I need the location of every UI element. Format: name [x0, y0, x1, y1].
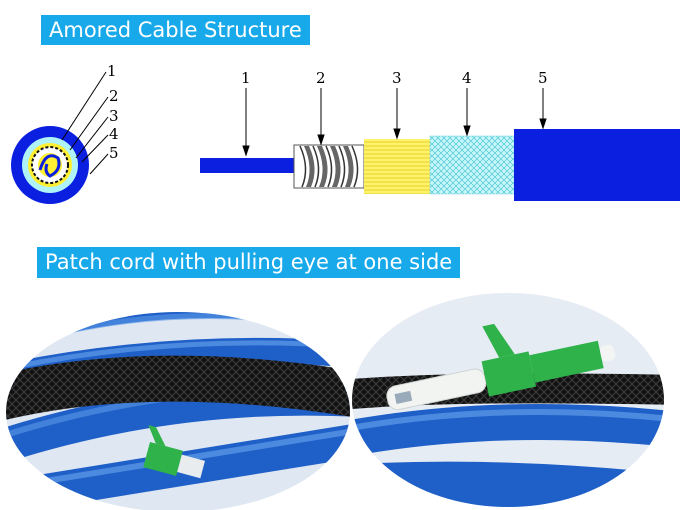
lc-connector-left	[143, 424, 205, 479]
cross-label-2: 2	[109, 87, 119, 105]
cross-section-leader-lines	[61, 71, 109, 175]
cross-label-4: 4	[109, 125, 119, 143]
cross-label-5: 5	[109, 144, 119, 162]
lc-connector-right	[386, 323, 616, 411]
section-title-patch-cord: Patch cord with pulling eye at one side	[37, 247, 461, 278]
aramid-layer	[364, 139, 430, 194]
side-label-5: 5	[538, 69, 548, 87]
side-label-1: 1	[241, 69, 251, 87]
braided-sleeve	[6, 355, 350, 423]
side-label-4: 4	[462, 69, 472, 87]
tight-buffer-fiber	[38, 154, 61, 178]
mesh-layer	[429, 135, 515, 195]
section-title-structure: Amored Cable Structure	[41, 15, 310, 45]
outer-jacket-layer	[514, 129, 680, 201]
side-label-2: 2	[316, 69, 326, 87]
cross-label-1: 1	[107, 62, 117, 80]
tight-buffer-layer	[200, 158, 296, 173]
side-view-arrows	[242, 88, 547, 157]
photo-coiled-patch-cord	[6, 312, 350, 510]
side-label-3: 3	[392, 69, 402, 87]
cable-cross-section	[11, 126, 89, 204]
cross-label-3: 3	[109, 107, 119, 125]
cable-side-view	[200, 129, 680, 201]
photo-lc-connector-closeup	[352, 293, 664, 507]
